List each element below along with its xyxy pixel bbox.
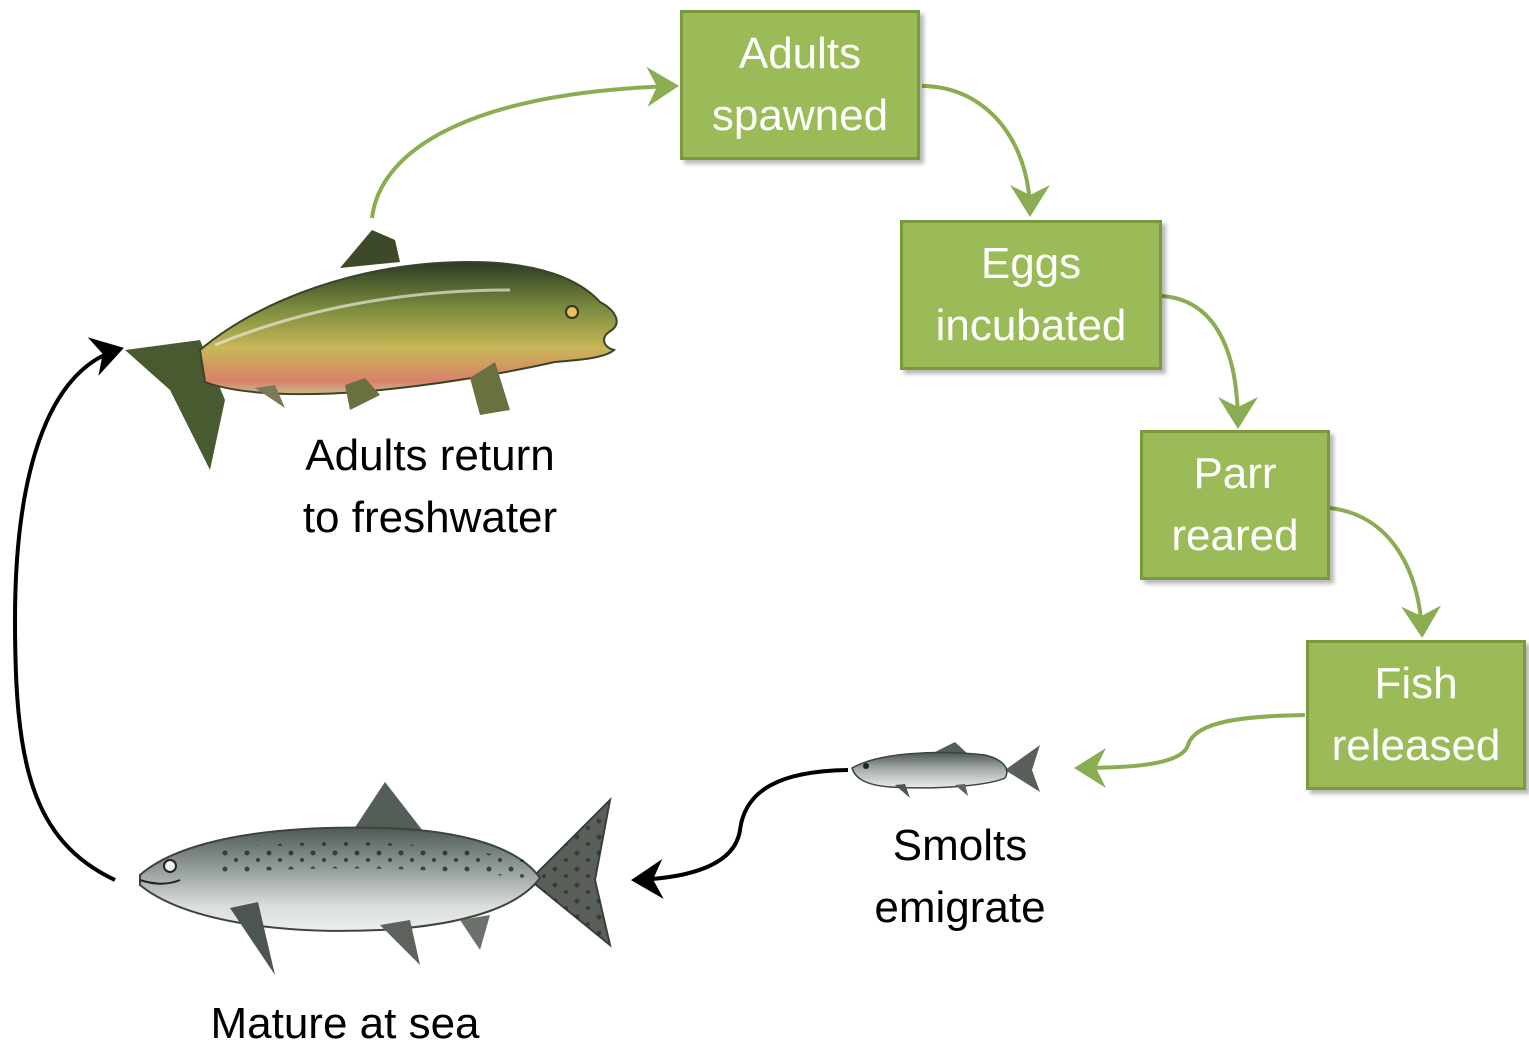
step-parr-reared-line2: reared: [1171, 505, 1298, 567]
caption-smolts-emigrate: Smolts emigrate: [850, 815, 1070, 939]
caption-adults-return-line2: to freshwater: [265, 487, 595, 549]
step-adults-spawned-line2: spawned: [712, 85, 888, 147]
caption-smolts-line2: emigrate: [850, 877, 1070, 939]
step-fish-released-line2: released: [1332, 715, 1501, 777]
step-parr-reared-line1: Parr: [1171, 443, 1298, 505]
caption-adults-return: Adults return to freshwater: [265, 425, 595, 549]
step-eggs-incubated-line1: Eggs: [936, 233, 1127, 295]
step-eggs-incubated-line2: incubated: [936, 295, 1127, 357]
caption-smolts-line1: Smolts: [850, 815, 1070, 877]
caption-adults-return-line1: Adults return: [265, 425, 595, 487]
step-adults-spawned-line1: Adults: [712, 23, 888, 85]
step-fish-released-line1: Fish: [1332, 653, 1501, 715]
